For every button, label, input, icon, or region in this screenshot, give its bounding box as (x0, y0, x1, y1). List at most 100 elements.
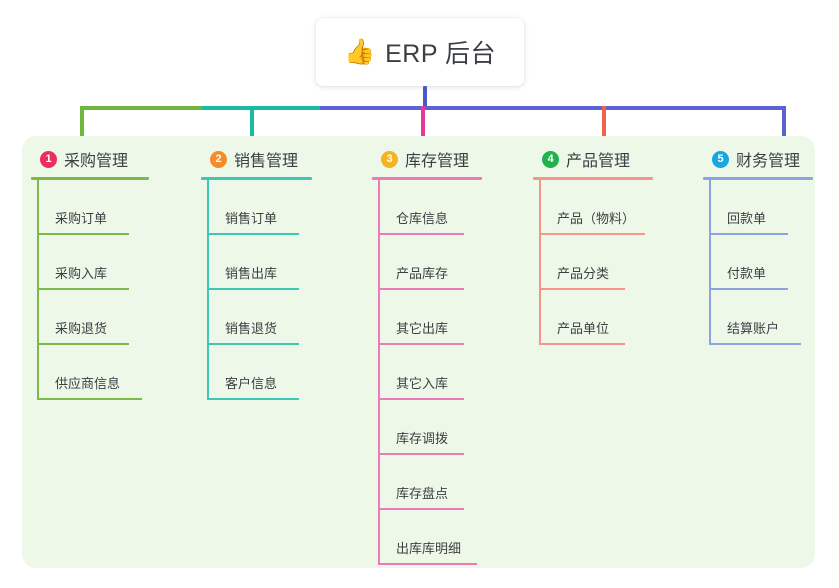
item-label: 产品单位 (557, 321, 610, 336)
list-item[interactable]: 库存调拨 (372, 400, 482, 455)
item-underline (539, 343, 625, 345)
item-label: 销售出库 (225, 266, 278, 281)
branch-spine-2 (207, 180, 209, 400)
branch-items-1: 采购订单 采购入库 采购退货 供应商信息 (31, 180, 149, 400)
branch-column-4: 4 产品管理 产品（物料） 产品分类 产品单位 (533, 146, 653, 345)
item-underline (37, 398, 142, 400)
list-item[interactable]: 采购订单 (31, 180, 149, 235)
list-item[interactable]: 付款单 (703, 235, 813, 290)
list-item[interactable]: 库存盘点 (372, 455, 482, 510)
stub-connector-5 (782, 106, 786, 142)
branch-title-3: 库存管理 (405, 153, 470, 170)
branch-underline-3 (372, 177, 482, 180)
list-item[interactable]: 其它入库 (372, 345, 482, 400)
branch-items-5: 回款单 付款单 结算账户 (703, 180, 813, 345)
branch-column-3: 3 库存管理 仓库信息 产品库存 其它出库 其它入库 库存调拨 (372, 146, 482, 565)
item-label: 供应商信息 (55, 376, 121, 391)
branch-title-1: 采购管理 (64, 153, 129, 170)
item-label: 回款单 (727, 211, 767, 226)
item-label: 采购退货 (55, 321, 108, 336)
item-label: 产品库存 (396, 266, 449, 281)
item-label: 产品（物料） (557, 211, 636, 226)
item-underline (378, 508, 464, 510)
branch-spine-1 (37, 180, 39, 400)
branch-items-3: 仓库信息 产品库存 其它出库 其它入库 库存调拨 库存盘点 (372, 180, 482, 565)
item-underline (37, 343, 129, 345)
item-label: 出库库明细 (396, 541, 462, 556)
item-label: 产品分类 (557, 266, 610, 281)
branch-column-2: 2 销售管理 销售订单 销售出库 销售退货 客户信息 (201, 146, 312, 400)
item-underline (378, 398, 464, 400)
list-item[interactable]: 其它出库 (372, 290, 482, 345)
branch-header-5[interactable]: 5 财务管理 (703, 146, 813, 172)
branch-title-5: 财务管理 (736, 153, 801, 170)
item-label: 销售退货 (225, 321, 278, 336)
item-underline (709, 233, 788, 235)
thumbs-up-icon: 👍 (343, 37, 376, 66)
item-label: 客户信息 (225, 376, 278, 391)
list-item[interactable]: 采购退货 (31, 290, 149, 345)
list-item[interactable]: 出库库明细 (372, 510, 482, 565)
item-underline (207, 343, 299, 345)
list-item[interactable]: 结算账户 (703, 290, 813, 345)
item-underline (207, 288, 299, 290)
list-item[interactable]: 客户信息 (201, 345, 312, 400)
branch-column-1: 1 采购管理 采购订单 采购入库 采购退货 供应商信息 (31, 146, 149, 400)
stub-connector-4 (602, 106, 606, 142)
list-item[interactable]: 销售订单 (201, 180, 312, 235)
item-underline (539, 288, 625, 290)
branch-underline-2 (201, 177, 312, 180)
item-label: 销售订单 (225, 211, 278, 226)
branch-underline-1 (31, 177, 149, 180)
list-item[interactable]: 产品分类 (533, 235, 653, 290)
item-underline (378, 453, 464, 455)
branch-column-5: 5 财务管理 回款单 付款单 结算账户 (703, 146, 813, 345)
branch-badge-2: 2 (210, 150, 227, 168)
branch-items-4: 产品（物料） 产品分类 产品单位 (533, 180, 653, 345)
trunk-segment-teal (202, 106, 322, 110)
item-label: 库存调拨 (396, 431, 449, 446)
item-label: 付款单 (727, 266, 767, 281)
branch-spine-3 (378, 180, 380, 565)
branch-header-1[interactable]: 1 采购管理 (31, 146, 149, 172)
item-underline (378, 563, 477, 565)
item-label: 其它出库 (396, 321, 449, 336)
branch-title-2: 销售管理 (234, 153, 299, 170)
list-item[interactable]: 产品库存 (372, 235, 482, 290)
stub-connector-3 (421, 106, 425, 142)
list-item[interactable]: 销售出库 (201, 235, 312, 290)
branch-header-3[interactable]: 3 库存管理 (372, 146, 482, 172)
list-item[interactable]: 销售退货 (201, 290, 312, 345)
item-underline (378, 343, 464, 345)
item-underline (207, 398, 299, 400)
branch-spine-5 (709, 180, 711, 345)
root-node-card[interactable]: 👍 ERP 后台 (316, 18, 524, 86)
item-label: 结算账户 (727, 321, 780, 336)
branch-title-4: 产品管理 (566, 153, 631, 170)
branch-header-2[interactable]: 2 销售管理 (201, 146, 312, 172)
branch-header-4[interactable]: 4 产品管理 (533, 146, 653, 172)
list-item[interactable]: 产品（物料） (533, 180, 653, 235)
item-label: 仓库信息 (396, 211, 449, 226)
list-item[interactable]: 仓库信息 (372, 180, 482, 235)
item-underline (539, 233, 645, 235)
item-underline (207, 233, 299, 235)
item-label: 采购入库 (55, 266, 108, 281)
root-stem-connector (423, 86, 427, 108)
list-item[interactable]: 供应商信息 (31, 345, 149, 400)
branch-spine-4 (539, 180, 541, 345)
branch-badge-3: 3 (381, 150, 398, 168)
item-underline (378, 288, 464, 290)
item-underline (37, 288, 129, 290)
item-label: 其它入库 (396, 376, 449, 391)
branch-badge-5: 5 (712, 150, 729, 168)
list-item[interactable]: 采购入库 (31, 235, 149, 290)
item-underline (709, 343, 801, 345)
stub-connector-1 (80, 106, 84, 142)
list-item[interactable]: 产品单位 (533, 290, 653, 345)
root-node-title: ERP 后台 (385, 40, 497, 68)
list-item[interactable]: 回款单 (703, 180, 813, 235)
branch-badge-4: 4 (542, 150, 559, 168)
branch-underline-5 (703, 177, 813, 180)
